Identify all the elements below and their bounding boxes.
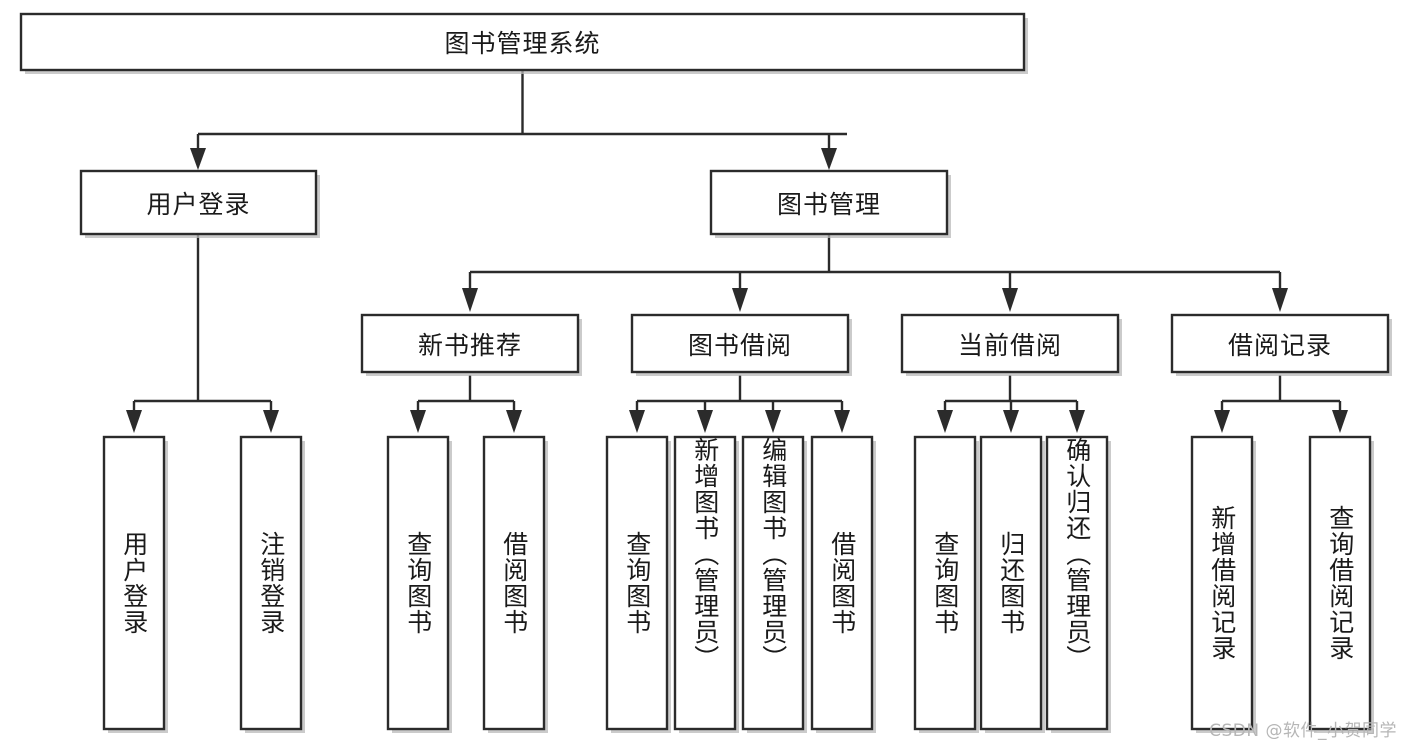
node-box-leaf-book-borrow-4[interactable] xyxy=(810,435,874,731)
node-box-root[interactable] xyxy=(19,12,1026,72)
node-box-leaf-borrow-record-2[interactable] xyxy=(1308,435,1372,731)
arrow-user-login-leaf-1 xyxy=(126,410,142,433)
node-box-user-login[interactable] xyxy=(79,169,318,236)
node-box-leaf-new-book-1[interactable] xyxy=(386,435,450,731)
node-layer xyxy=(19,12,1392,733)
node-box-leaf-book-borrow-1[interactable] xyxy=(605,435,669,731)
arrow-to-borrow-record xyxy=(1272,288,1288,312)
arrow-new-book-leaf-2 xyxy=(506,410,522,433)
csdn-watermark: CSDN @软件_小贺同学 xyxy=(1209,721,1397,741)
arrow-current-borrow-leaf-3 xyxy=(1069,410,1085,433)
node-box-borrow-record[interactable] xyxy=(1170,313,1390,374)
node-box-leaf-user-login-1[interactable] xyxy=(102,435,166,731)
node-box-book-manage[interactable] xyxy=(709,169,949,236)
arrow-to-current-borrow xyxy=(1002,288,1018,312)
node-box-leaf-book-borrow-2[interactable] xyxy=(673,435,737,731)
node-box-new-book-recommend[interactable] xyxy=(360,313,580,374)
node-box-current-borrow[interactable] xyxy=(900,313,1120,374)
node-box-leaf-borrow-record-1[interactable] xyxy=(1190,435,1254,731)
arrow-book-borrow-leaf-1 xyxy=(629,410,645,433)
arrow-root-to-book-manage xyxy=(821,148,837,170)
arrow-book-borrow-leaf-4 xyxy=(834,410,850,433)
arrow-current-borrow-leaf-1 xyxy=(937,410,953,433)
node-box-leaf-book-borrow-3[interactable] xyxy=(741,435,805,731)
node-box-leaf-new-book-2[interactable] xyxy=(482,435,546,731)
arrow-borrow-record-leaf-2 xyxy=(1332,410,1348,433)
arrow-borrow-record-leaf-1 xyxy=(1214,410,1230,433)
node-box-leaf-current-borrow-1[interactable] xyxy=(913,435,977,731)
arrow-book-borrow-leaf-2 xyxy=(697,410,713,433)
node-box-leaf-user-login-2[interactable] xyxy=(239,435,303,731)
arrow-to-book-borrow xyxy=(732,288,748,312)
connector-layer xyxy=(126,71,1348,433)
node-box-leaf-current-borrow-3[interactable] xyxy=(1045,435,1109,731)
node-box-book-borrow[interactable] xyxy=(630,313,850,374)
arrow-new-book-leaf-1 xyxy=(410,410,426,433)
arrow-book-borrow-leaf-3 xyxy=(765,410,781,433)
arrow-current-borrow-leaf-2 xyxy=(1003,410,1019,433)
node-box-leaf-current-borrow-2[interactable] xyxy=(979,435,1043,731)
arrow-to-new-book-recommend xyxy=(462,288,478,312)
arrow-user-login-leaf-2 xyxy=(263,410,279,433)
arrow-root-to-user-login xyxy=(190,148,206,170)
